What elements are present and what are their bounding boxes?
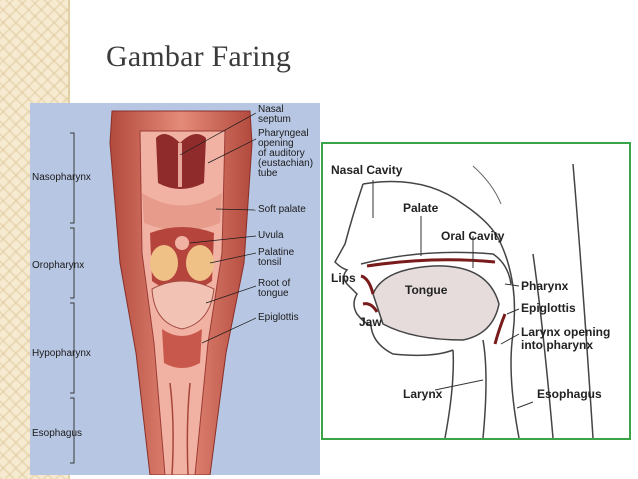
label-epiglottis-left: Epiglottis <box>258 312 299 323</box>
label-oropharynx: Oropharynx <box>32 260 85 271</box>
label-uvula: Uvula <box>258 230 284 241</box>
label-hypopharynx: Hypopharynx <box>32 348 91 359</box>
slide-title: Gambar Faring <box>106 40 292 73</box>
pharynx-drawing <box>70 110 257 475</box>
label-tongue: Tongue <box>405 283 448 297</box>
label-pharynx: Pharynx <box>521 279 569 293</box>
head-sagittal-illustration: Nasal Cavity Palate Oral Cavity Lips Ton… <box>321 142 631 440</box>
label-esophagus-left: Esophagus <box>32 428 83 439</box>
label-larynx-opening: Larynx opening into pharynx <box>521 325 611 352</box>
label-esophagus-right: Esophagus <box>537 387 602 401</box>
label-nasal-cavity: Nasal Cavity <box>331 163 403 177</box>
label-epiglottis-right: Epiglottis <box>521 301 576 315</box>
label-palatine-tonsil: Palatine tonsil <box>258 247 295 268</box>
label-oral-cavity: Oral Cavity <box>441 229 505 243</box>
label-pharyngeal-opening: Pharyngeal opening of auditory (eustachi… <box>258 128 314 179</box>
label-nasopharynx: Nasopharynx <box>32 172 91 183</box>
label-soft-palate: Soft palate <box>258 204 306 215</box>
label-nasal-septum: Nasal septum <box>258 104 291 125</box>
label-root-of-tongue: Root of tongue <box>258 278 291 299</box>
head-drawing <box>334 163 594 438</box>
label-lips: Lips <box>331 271 356 285</box>
label-palate: Palate <box>403 201 439 215</box>
label-jaw: Jaw <box>359 315 382 329</box>
label-larynx: Larynx <box>403 387 443 401</box>
pharynx-illustration: Nasopharynx Oropharynx Hypopharynx Esoph… <box>30 103 320 475</box>
